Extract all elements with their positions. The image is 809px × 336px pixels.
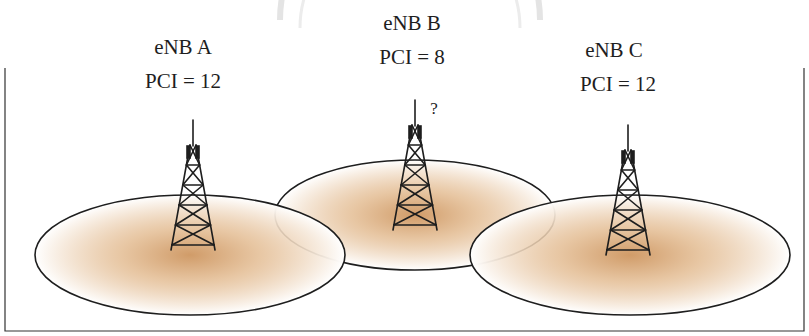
tower-icon xyxy=(606,125,650,255)
cell-id: PCI = 12 xyxy=(145,71,221,92)
station-name: eNB C xyxy=(585,40,643,61)
station-name: eNB B xyxy=(383,13,441,34)
unknown-mark: ? xyxy=(430,100,438,117)
station-name: eNB A xyxy=(154,37,212,58)
cell-id: PCI = 12 xyxy=(580,74,656,95)
tower-icon xyxy=(393,100,437,230)
coverage-area xyxy=(35,195,345,315)
tower-icon xyxy=(171,120,215,250)
figure-frame xyxy=(5,68,804,331)
cell-id: PCI = 8 xyxy=(379,47,445,68)
coverage-area xyxy=(470,195,790,315)
